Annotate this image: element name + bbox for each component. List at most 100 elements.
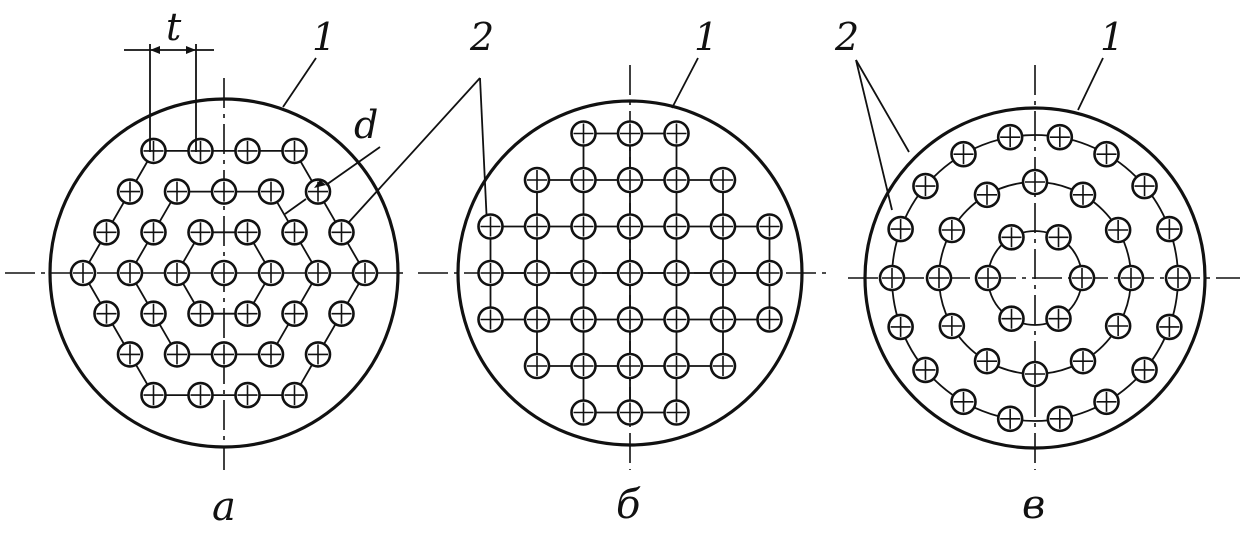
tube bbox=[663, 399, 690, 426]
tube bbox=[187, 381, 214, 409]
tube bbox=[1068, 264, 1096, 292]
tube bbox=[570, 399, 597, 426]
tube bbox=[163, 259, 191, 287]
tube bbox=[328, 218, 355, 246]
tube bbox=[938, 312, 966, 340]
tube bbox=[996, 405, 1024, 433]
tube bbox=[663, 213, 690, 240]
tube bbox=[304, 178, 332, 205]
tube bbox=[998, 223, 1025, 251]
tube bbox=[140, 300, 167, 328]
panel-c-tube-label: 2 bbox=[834, 15, 859, 59]
panel-b-shell-leader bbox=[671, 57, 699, 109]
tube bbox=[616, 306, 644, 333]
tube bbox=[616, 259, 644, 287]
tube bbox=[973, 347, 1001, 375]
tube bbox=[1131, 172, 1158, 200]
tube bbox=[912, 356, 939, 384]
tube bbox=[973, 181, 1001, 209]
tube bbox=[187, 137, 214, 165]
panel-b-caption: б bbox=[616, 482, 641, 528]
tube bbox=[1093, 140, 1120, 168]
tube bbox=[912, 172, 939, 200]
panel-a-shell-label: 1 bbox=[312, 15, 336, 59]
tube bbox=[257, 178, 285, 205]
tube bbox=[616, 213, 644, 240]
tube bbox=[1104, 216, 1132, 244]
tube bbox=[663, 306, 690, 333]
tube bbox=[756, 213, 783, 240]
panel-c-tube-leaders bbox=[855, 59, 910, 211]
tube bbox=[570, 306, 597, 333]
tube bbox=[925, 264, 953, 292]
tube bbox=[210, 178, 238, 205]
tube bbox=[523, 259, 551, 287]
tube bbox=[140, 381, 167, 409]
tube bbox=[616, 166, 644, 194]
panel-a-pitch-label: t bbox=[166, 5, 182, 49]
tube bbox=[950, 388, 977, 416]
tube bbox=[756, 259, 783, 287]
tube bbox=[938, 216, 966, 244]
tube bbox=[570, 166, 597, 194]
panel-ab-tube-leaders bbox=[348, 77, 488, 226]
tube bbox=[1117, 264, 1145, 292]
tube bbox=[234, 218, 261, 246]
tube bbox=[163, 178, 191, 205]
tube bbox=[69, 259, 97, 287]
tube bbox=[1045, 305, 1072, 333]
tube bbox=[1164, 264, 1192, 292]
tube bbox=[709, 306, 737, 333]
tube bbox=[887, 215, 914, 243]
panel-a-tubes bbox=[69, 137, 379, 409]
panel-c-concentric-layout: 2 1 в bbox=[834, 15, 1240, 528]
tube bbox=[1156, 313, 1183, 341]
tube bbox=[616, 399, 644, 426]
tube bbox=[663, 352, 690, 380]
tube bbox=[116, 178, 144, 205]
panel-a-pitch-dimension bbox=[124, 44, 214, 152]
tube bbox=[523, 166, 551, 194]
tube bbox=[257, 341, 285, 368]
tube bbox=[709, 166, 737, 194]
tube bbox=[709, 259, 737, 287]
tube bbox=[1069, 347, 1097, 375]
tube bbox=[140, 218, 167, 246]
tube bbox=[570, 259, 597, 287]
tube bbox=[477, 306, 504, 333]
tube bbox=[1021, 360, 1049, 388]
tube bbox=[116, 341, 144, 368]
tube bbox=[709, 213, 737, 240]
panel-b-square-layout: 1 б bbox=[418, 15, 830, 528]
tube bbox=[304, 341, 332, 368]
tube bbox=[950, 140, 977, 168]
tube bbox=[116, 259, 144, 287]
tube bbox=[1045, 223, 1072, 251]
tube bbox=[709, 352, 737, 380]
tube bbox=[234, 381, 261, 409]
panel-c-tubes bbox=[878, 123, 1192, 433]
tube bbox=[663, 120, 690, 147]
tube bbox=[998, 305, 1025, 333]
panel-a-caption: а bbox=[212, 484, 236, 530]
tube bbox=[257, 259, 285, 287]
tube bbox=[570, 213, 597, 240]
panel-ab-tube-label: 2 bbox=[469, 15, 494, 59]
panel-a-diameter-label: d bbox=[354, 103, 378, 147]
tube bbox=[996, 123, 1024, 151]
panel-c-shell-label: 1 bbox=[1100, 15, 1124, 59]
tube bbox=[210, 259, 238, 287]
tube bbox=[570, 120, 597, 147]
panel-b-shell-circle bbox=[456, 99, 804, 447]
panel-b-shell-label: 1 bbox=[694, 15, 718, 59]
tube bbox=[1046, 405, 1074, 433]
tube bbox=[93, 218, 120, 246]
tube bbox=[1069, 181, 1097, 209]
tube bbox=[1156, 215, 1183, 243]
tube bbox=[1021, 168, 1049, 196]
tube bbox=[477, 259, 504, 287]
tube bbox=[616, 352, 644, 380]
tube bbox=[140, 137, 167, 165]
tube bbox=[887, 313, 914, 341]
tube bbox=[281, 137, 308, 165]
